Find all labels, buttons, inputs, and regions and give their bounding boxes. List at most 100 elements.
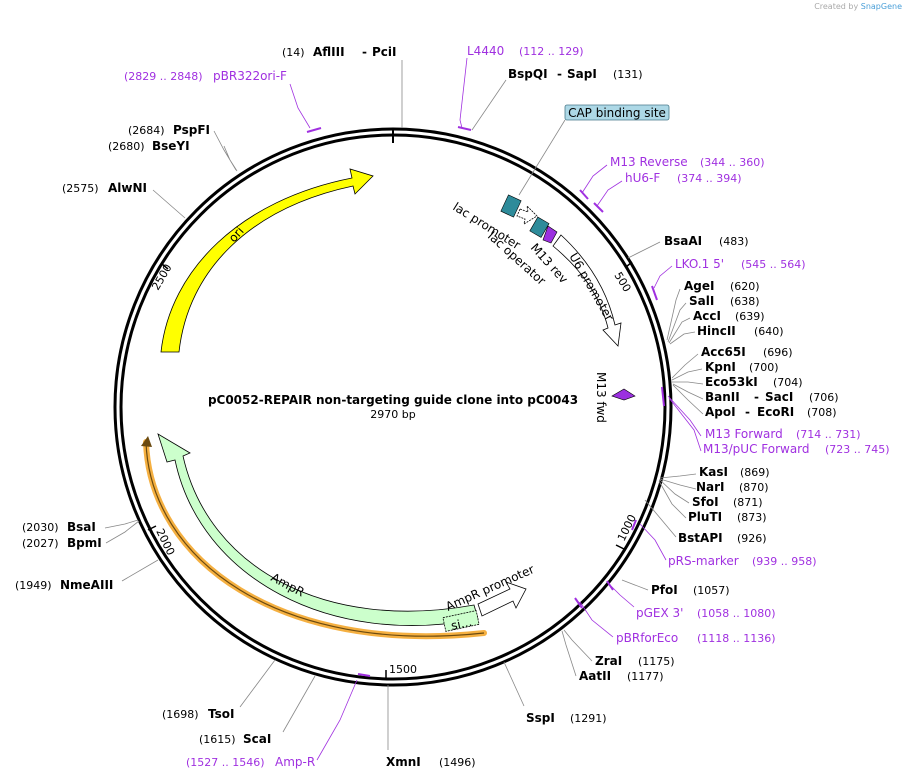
primer-l4440[interactable]: L4440 (112 .. 129) (457, 44, 584, 131)
site-alwNI[interactable]: (2575) AlwNI (62, 181, 186, 219)
site-name: AatII (579, 669, 611, 683)
site-pos: (2684) (128, 124, 165, 137)
site-extra: EcoRI (757, 405, 794, 419)
site-sspI[interactable]: SspI (1291) (503, 661, 607, 725)
site-pos: (1057) (693, 584, 730, 597)
plasmid-size: 2970 bp (370, 408, 415, 421)
plasmid-name: pC0052-REPAIR non-targeting guide clone … (208, 393, 578, 407)
primer-pbr322ori-f[interactable]: (2829 .. 2848) pBR322ori-F (124, 69, 322, 133)
site-lead (239, 659, 276, 708)
site-apoI[interactable]: ApoI - EcoRI (708) (705, 405, 837, 419)
site-lead (471, 79, 507, 131)
site-accI[interactable]: AccI (639) (693, 309, 765, 323)
site-cluster-lead-3 (658, 473, 697, 519)
site-cluster-lead-4 (561, 629, 593, 677)
site-bpmI[interactable]: (2027) BpmI (22, 536, 102, 550)
primer-pbrforeco[interactable]: pBRforEco (1118 .. 1136) (574, 597, 776, 645)
site-ageI[interactable]: AgeI (620) (684, 279, 760, 293)
site-sep: - (754, 390, 759, 404)
site-aatII[interactable]: AatII (1177) (579, 669, 664, 683)
site-name: AgeI (684, 279, 714, 293)
primer-lead (610, 585, 635, 608)
site-sfoI[interactable]: SfoI (871) (692, 495, 763, 509)
site-cluster-lead-6 (213, 130, 238, 172)
site-pspFI[interactable]: (2684) PspFI (128, 123, 210, 137)
cap-binding-site-box (564, 104, 670, 121)
site-bspQI[interactable]: BspQI - SapI (131) (471, 67, 643, 131)
site-zraI[interactable]: ZraI (1175) (595, 654, 675, 668)
site-kasI[interactable]: KasI (869) (699, 465, 770, 479)
primer-name: hU6-F (625, 171, 660, 185)
site-name: BsaI (67, 520, 96, 534)
site-pos: (1615) (199, 733, 236, 746)
site-bstAPI[interactable]: BstAPI (926) (644, 499, 767, 545)
primer-lead (289, 83, 311, 129)
primer-range: (1527 .. 1546) (186, 756, 265, 769)
site-lead (282, 675, 316, 733)
backbone-outer (113, 127, 673, 687)
site-pfoI[interactable]: PfoI (1057) (621, 579, 730, 597)
credit-brand: SnapGene (860, 2, 902, 11)
site-name: Eco53kI (705, 375, 758, 389)
site-name: AccI (693, 309, 721, 323)
primer-m13-forward[interactable]: M13 Forward (714 .. 731) (705, 427, 861, 441)
primer-mark (593, 202, 604, 213)
primer-range: (344 .. 360) (700, 156, 765, 169)
primer-hu6-f[interactable]: hU6-F (374 .. 394) (593, 171, 742, 213)
primer-lead (581, 164, 608, 194)
cap-binding-site-label: CAP binding site (568, 106, 666, 120)
site-name: AlwNI (108, 181, 147, 195)
site-kpnI[interactable]: KpnI (700) (705, 360, 779, 374)
primer-amp-r[interactable]: (1527 .. 1546) Amp-R (186, 673, 371, 769)
site-name: SalI (689, 294, 714, 308)
primer-prs-marker[interactable]: pRS-marker (939 .. 958) (631, 519, 817, 568)
site-tsoI[interactable]: (1698) TsoI (162, 659, 276, 721)
tick-label: 1500 (389, 663, 417, 676)
u6-promoter-feature (552, 234, 622, 347)
site-aflIII[interactable]: (14) AflIII - PciI (282, 45, 403, 128)
primer-m13-puc-forward[interactable]: M13/pUC Forward (723 .. 745) (703, 442, 890, 456)
cap-lead (518, 119, 566, 196)
site-hincII[interactable]: HincII (640) (697, 324, 784, 338)
site-banII[interactable]: BanII - SacI (706) (705, 390, 839, 404)
primer-pgex-3[interactable]: pGEX 3' (1058 .. 1080) (606, 580, 776, 620)
site-name: KpnI (705, 360, 736, 374)
site-pos: (871) (733, 496, 763, 509)
site-acc65I[interactable]: Acc65I (696) (701, 345, 793, 359)
site-narI[interactable]: NarI (870) (696, 480, 769, 494)
site-name: Acc65I (701, 345, 746, 359)
lac-operator-feature (529, 216, 550, 238)
site-pos: (131) (613, 68, 643, 81)
site-pluTI[interactable]: PluTI (873) (688, 510, 767, 524)
u6-promoter-label: U6 promoter (566, 251, 616, 324)
primer-lko1-5[interactable]: LKO.1 5' (545 .. 564) (651, 257, 806, 301)
site-bseYI[interactable]: (2680) BseYI (108, 139, 190, 153)
site-eco53kI[interactable]: Eco53kI (704) (705, 375, 803, 389)
site-pos: (869) (740, 466, 770, 479)
site-pos: (1949) (15, 579, 52, 592)
primer-range: (545 .. 564) (741, 258, 806, 271)
primer-range: (1058 .. 1080) (697, 607, 776, 620)
site-name: NarI (696, 480, 725, 494)
site-lead (621, 579, 649, 591)
site-scaI[interactable]: (1615) ScaI (199, 675, 316, 746)
cap-binding-site-feature (500, 194, 522, 218)
site-bsaI[interactable]: (2030) BsaI (22, 520, 96, 534)
site-nmeAIII[interactable]: (1949) NmeAIII (15, 559, 159, 592)
site-pos: (700) (749, 361, 779, 374)
site-pos: (706) (809, 391, 839, 404)
site-xmnI[interactable]: XmnI (1496) (386, 685, 476, 769)
primer-m13-reverse[interactable]: M13 Reverse (344 .. 360) (579, 155, 765, 200)
signal-peptide (442, 610, 480, 632)
tick-mark (161, 263, 169, 270)
primer-name: Amp-R (275, 755, 315, 769)
site-sep: - (362, 45, 367, 59)
site-bsaAI[interactable]: BsaAI (483) (627, 234, 749, 259)
ampr-promoter-feature (477, 581, 527, 617)
site-name: ScaI (243, 732, 271, 746)
site-salI[interactable]: SalI (638) (689, 294, 760, 308)
site-name: BsaAI (664, 234, 702, 248)
site-pos: (2027) (22, 537, 59, 550)
site-pos: (620) (730, 280, 760, 293)
